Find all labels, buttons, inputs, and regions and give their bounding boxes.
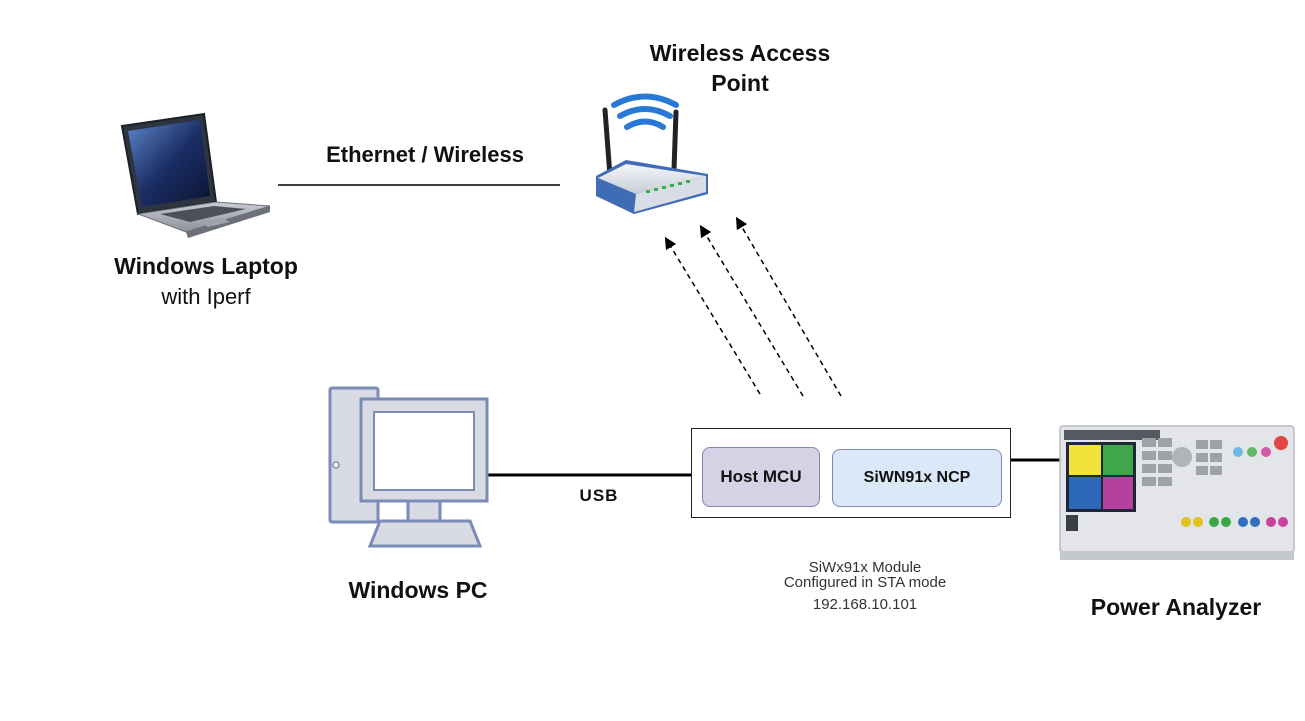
host-mcu-block: Host MCU bbox=[702, 447, 820, 507]
pc-title: Windows PC bbox=[348, 577, 488, 603]
wireless-router-icon bbox=[596, 93, 708, 214]
laptop-icon bbox=[120, 112, 271, 238]
module-caption-line1: SiWx91x Module bbox=[808, 559, 922, 576]
access-point-title: Wireless Access Point bbox=[610, 38, 870, 98]
desktop-pc-icon bbox=[328, 386, 489, 548]
wireless-signal-arrow bbox=[699, 224, 804, 397]
power-analyzer-title: Power Analyzer bbox=[1090, 594, 1262, 620]
wireless-signal-arrow bbox=[735, 216, 842, 397]
module-caption-line2: Configured in STA mode bbox=[783, 574, 947, 591]
ethernet-wireless-label: Ethernet / Wireless bbox=[326, 142, 524, 167]
access-point-title-line1: Wireless Access bbox=[649, 40, 831, 66]
usb-label: USB bbox=[579, 486, 619, 505]
power-analyzer-icon bbox=[1059, 425, 1295, 560]
ncp-block: SiWN91x NCP bbox=[832, 449, 1002, 507]
laptop-subtitle: with Iperf bbox=[161, 284, 251, 309]
wireless-signal-arrow bbox=[664, 236, 761, 395]
siwx91x-module: Host MCU SiWN91x NCP bbox=[691, 428, 1011, 518]
access-point-title-line2: Point bbox=[711, 70, 769, 96]
laptop-title: Windows Laptop bbox=[114, 253, 298, 279]
module-caption-line3: 192.168.10.101 bbox=[812, 596, 918, 613]
